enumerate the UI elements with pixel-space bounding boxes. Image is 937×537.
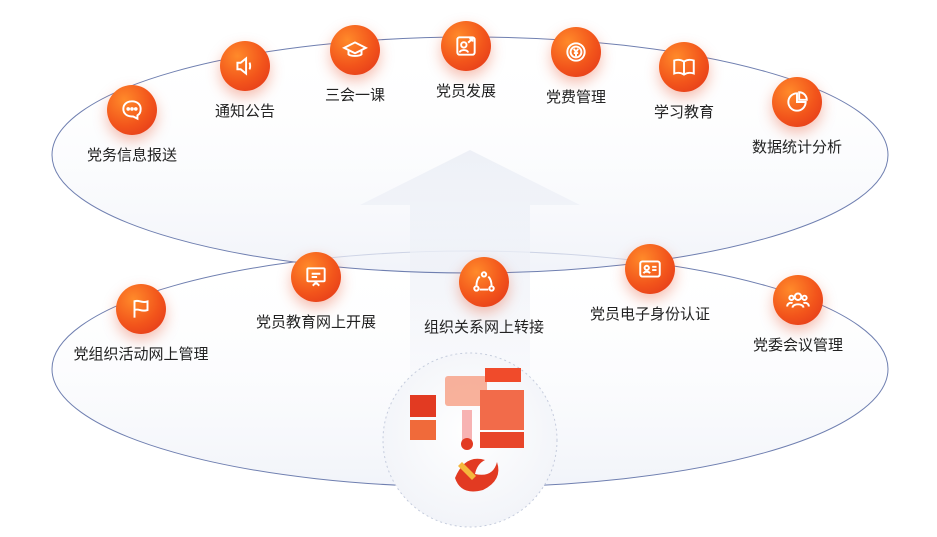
node-circle[interactable] [291,252,341,302]
speaker-icon [236,56,252,76]
id-card-icon [639,260,661,278]
node-label: 党委会议管理 [752,336,843,354]
node-label: 组织关系网上转接 [423,318,544,336]
group-users-icon [786,292,810,308]
flag-icon [133,299,149,318]
chat-bubble-icon [122,100,142,121]
yuan-coin-icon [566,42,586,62]
node-circle[interactable] [773,275,823,325]
node-circle[interactable] [220,41,270,91]
pie-chart-icon [787,91,808,112]
node-label: 党费管理 [545,88,606,106]
node-label: 党员教育网上开展 [255,313,376,331]
node-label: 通知公告 [214,102,275,120]
center-illustration-icon [410,368,524,492]
node-label: 党员发展 [435,82,496,100]
node-circle[interactable] [330,25,380,75]
presentation-board-icon [306,267,326,287]
node-circle[interactable] [772,77,822,127]
node-label: 三会一课 [324,86,385,104]
node-circle[interactable] [551,27,601,77]
node-label: 学习教育 [653,103,714,121]
node-circle[interactable] [659,42,709,92]
node-circle[interactable] [459,257,509,307]
open-book-icon [673,58,695,76]
person-growth-icon [456,36,476,56]
node-circle[interactable] [116,284,166,334]
node-label: 党务信息报送 [86,146,177,164]
node-label: 党员电子身份认证 [589,305,710,323]
node-label: 党组织活动网上管理 [73,345,209,363]
node-circle[interactable] [107,85,157,135]
node-circle[interactable] [625,244,675,294]
node-circle[interactable] [441,21,491,71]
network-nodes-icon [473,271,495,292]
graduation-cap-icon [342,41,368,57]
node-label: 数据统计分析 [751,138,842,156]
